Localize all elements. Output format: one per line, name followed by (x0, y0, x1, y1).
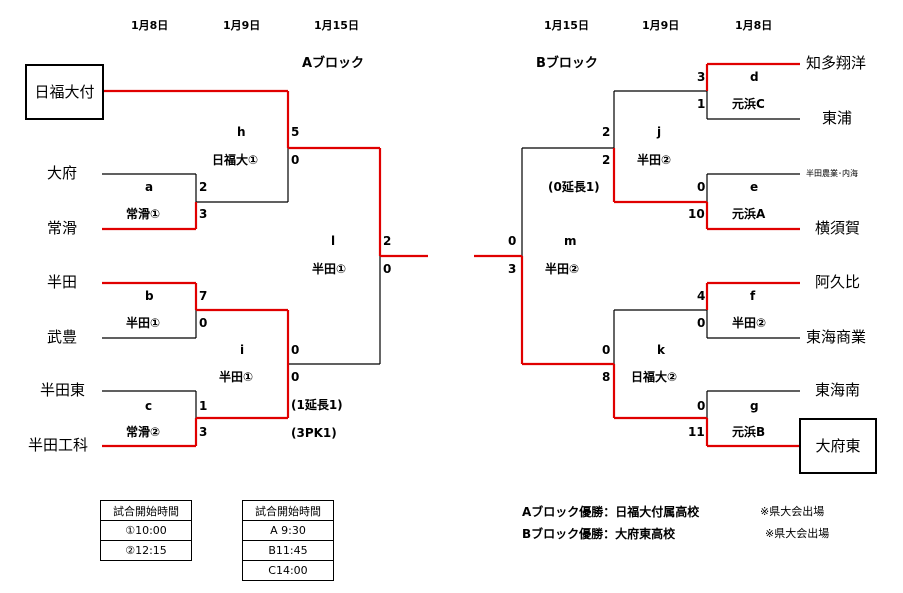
game-d-score1: 3 (697, 70, 706, 84)
team-b-8-label: 大府東 (815, 436, 861, 455)
game-f-score1: 4 (697, 289, 706, 303)
result-b-note: ※県大会出場 (765, 527, 830, 540)
game-j-id: j (657, 125, 662, 139)
game-e-winner: 元浜A (732, 207, 766, 221)
game-m-winner: 半田② (545, 262, 580, 276)
game-k-score1: 0 (602, 343, 611, 357)
game-l-winner: 半田① (312, 262, 347, 276)
game-b-id: b (145, 289, 154, 303)
date-b-round3: 1月15日 (544, 19, 589, 32)
game-c-score2: 3 (199, 425, 208, 439)
game-j-score2: 2 (602, 153, 611, 167)
date-b-round1: 1月8日 (735, 19, 773, 32)
timetable-2-header: 試合開始時間 (242, 500, 334, 521)
result-a-champion: Aブロック優勝：日福大付属高校 (522, 505, 700, 519)
team-a-1-label: 日福大付 (34, 82, 95, 101)
game-h-winner: 日福大① (212, 153, 259, 167)
team-b-1: 知多翔洋 (806, 54, 867, 72)
game-g-score2: 11 (688, 425, 705, 439)
game-c-score1: 1 (199, 399, 208, 413)
bracket-lines-a-winners (102, 89, 428, 448)
team-a-4: 半田 (47, 273, 78, 291)
game-m-id: m (564, 234, 577, 248)
game-d-id: d (750, 70, 759, 84)
game-h-score1: 5 (291, 125, 300, 139)
date-a-round1: 1月8日 (131, 19, 169, 32)
game-g-id: g (750, 399, 759, 413)
game-d-winner: 元浜C (732, 97, 765, 111)
result-b-champion: Bブロック優勝：大府東高校 (522, 527, 676, 541)
game-l-score1: 2 (383, 234, 392, 248)
game-c-winner: 常滑② (126, 425, 161, 439)
result-a-note: ※県大会出場 (760, 505, 825, 518)
game-a-score1: 2 (199, 180, 208, 194)
game-h-id: h (237, 125, 246, 139)
block-b-title: Bブロック (536, 56, 598, 71)
game-j-score1: 2 (602, 125, 611, 139)
game-l-id: l (331, 234, 336, 248)
game-i-winner: 半田① (219, 370, 254, 384)
date-b-round2: 1月9日 (642, 19, 680, 32)
game-e-score2: 10 (688, 207, 705, 221)
block-a-title: Aブロック (302, 56, 365, 71)
game-e-id: e (750, 180, 759, 194)
date-a-round3: 1月15日 (314, 19, 359, 32)
timetable-1-row: ②12:15 (100, 540, 192, 561)
timetable-2: 試合開始時間 A 9:30 B11:45 C14:00 (242, 500, 334, 581)
game-l-score2: 0 (383, 262, 392, 276)
game-f-winner: 半田② (732, 316, 767, 330)
game-a-score2: 3 (199, 207, 208, 221)
game-j-note1: (0延長1) (548, 180, 600, 194)
game-b-score1: 7 (199, 289, 208, 303)
timetable-2-row: A 9:30 (242, 520, 334, 541)
game-m-score2: 3 (508, 262, 517, 276)
bracket-lines-a-losers (102, 148, 381, 418)
team-a-1-champion: 日福大付 (25, 64, 104, 120)
game-b-winner: 半田① (126, 316, 161, 330)
bracket-lines-b-winners (474, 62, 800, 448)
team-a-7: 半田工科 (28, 436, 89, 454)
game-k-winner: 日福大② (631, 370, 678, 384)
team-b-7: 東海南 (815, 381, 861, 399)
team-b-2: 東浦 (822, 109, 853, 127)
game-i-note1: (1延長1) (291, 398, 343, 412)
team-a-6: 半田東 (40, 381, 86, 399)
team-b-8-champion: 大府東 (799, 418, 877, 474)
game-b-score2: 0 (199, 316, 208, 330)
team-b-4: 横須賀 (815, 219, 861, 237)
date-a-round2: 1月9日 (223, 19, 261, 32)
team-b-6: 東海商業 (806, 328, 867, 346)
game-i-score2: 0 (291, 370, 300, 384)
game-k-id: k (657, 343, 665, 357)
game-f-score2: 0 (697, 316, 706, 330)
game-d-score2: 1 (697, 97, 706, 111)
game-a-id: a (145, 180, 154, 194)
game-g-score1: 0 (697, 399, 706, 413)
game-h-score2: 0 (291, 153, 300, 167)
game-j-winner: 半田② (637, 153, 672, 167)
timetable-1: 試合開始時間 ①10:00 ②12:15 (100, 500, 192, 561)
timetable-2-row: B11:45 (242, 540, 334, 561)
game-i-id: i (240, 343, 245, 357)
game-k-score2: 8 (602, 370, 611, 384)
game-m-score1: 0 (508, 234, 517, 248)
game-c-id: c (145, 399, 153, 413)
team-a-3: 常滑 (47, 219, 78, 237)
game-i-score1: 0 (291, 343, 300, 357)
team-a-2: 大府 (47, 164, 78, 182)
team-b-3: 半田農業･内海 (806, 169, 858, 178)
game-e-score1: 0 (697, 180, 706, 194)
timetable-2-row: C14:00 (242, 560, 334, 581)
bracket-lines-b-losers (521, 90, 800, 418)
game-a-winner: 常滑① (126, 207, 161, 221)
timetable-1-header: 試合開始時間 (100, 500, 192, 521)
game-f-id: f (750, 289, 756, 303)
game-i-note2: (3PK1) (291, 426, 337, 440)
timetable-1-row: ①10:00 (100, 520, 192, 541)
team-a-5: 武豊 (47, 328, 78, 346)
game-g-winner: 元浜B (732, 425, 766, 439)
team-b-5: 阿久比 (815, 273, 861, 291)
